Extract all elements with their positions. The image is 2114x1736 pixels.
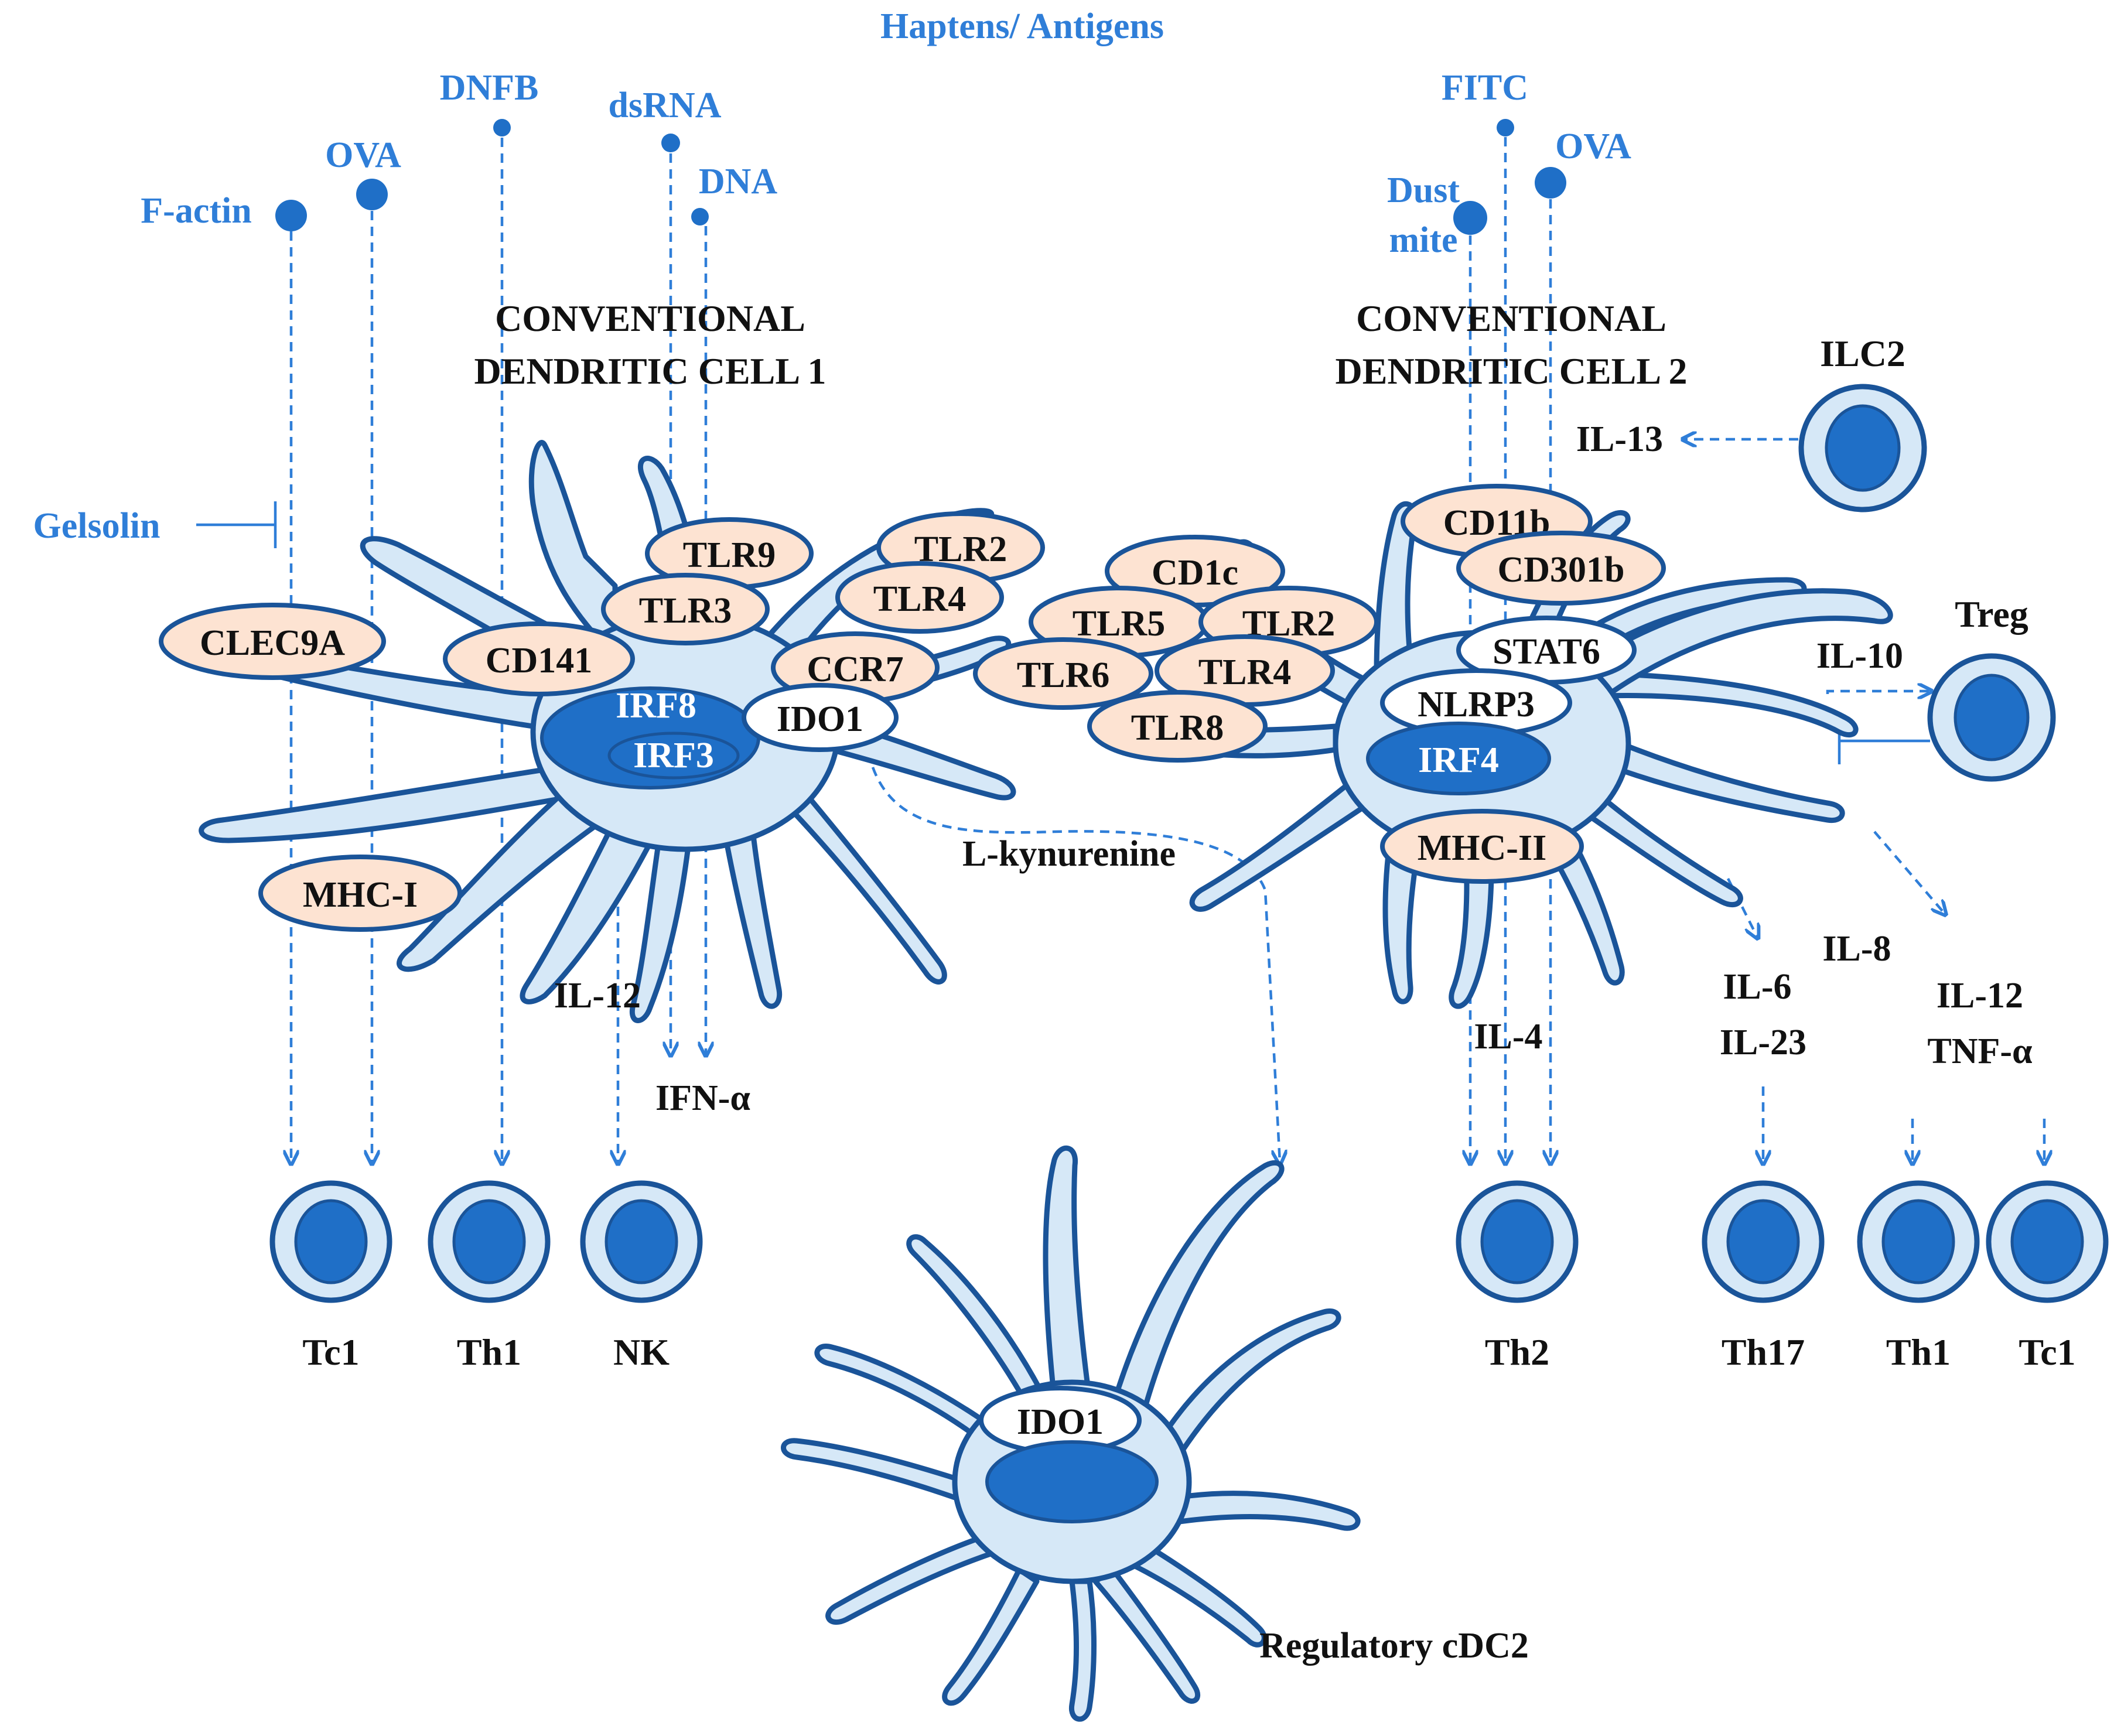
cdc2-stat6: STAT6 bbox=[1493, 632, 1600, 672]
cell-label-th2: Th2 bbox=[1485, 1331, 1549, 1373]
cdc1-cd141-oval bbox=[443, 621, 635, 696]
cdc1-tlr3-oval bbox=[601, 573, 770, 645]
cdc1-tlr4: TLR4 bbox=[873, 579, 966, 619]
antigen-dots bbox=[275, 119, 1566, 235]
cyt-tnfa: TNF-α bbox=[1927, 1031, 2032, 1071]
cdc2-tlr8: TLR8 bbox=[1131, 708, 1224, 748]
cyt-il23: IL-23 bbox=[1720, 1023, 1806, 1062]
cdc2-tlr4: TLR4 bbox=[1198, 652, 1291, 692]
cdc2-irf4: IRF4 bbox=[1418, 740, 1499, 780]
cyt-il12-a: IL-12 bbox=[554, 976, 641, 1016]
cyt-treg-label: Treg bbox=[1955, 593, 2028, 635]
cdc1-irf8: IRF8 bbox=[616, 686, 696, 726]
cyt-il6: IL-6 bbox=[1723, 967, 1791, 1007]
cdc2-nucleus bbox=[1366, 722, 1551, 795]
cdc1-mhc-i: MHC-I bbox=[303, 875, 418, 915]
antigen-dust: Dust bbox=[1387, 170, 1460, 210]
cdc2-tlr6: TLR6 bbox=[1017, 655, 1109, 695]
cell-label-th1-a: Th1 bbox=[457, 1331, 521, 1373]
cyt-il10: IL-10 bbox=[1816, 636, 1903, 676]
antigen-dna: DNA bbox=[699, 162, 778, 201]
haptens-antigens-title: Haptens/ Antigens bbox=[880, 6, 1164, 46]
antigen-dnfb: DNFB bbox=[440, 68, 539, 108]
cell-label-th1-b: Th1 bbox=[1886, 1331, 1951, 1373]
cdc2-cd301b: CD301b bbox=[1497, 550, 1624, 590]
cyt-il8: IL-8 bbox=[1822, 929, 1891, 969]
cell-label-tc1-b: Tc1 bbox=[2019, 1331, 2075, 1373]
cdc1-mhc-i-oval bbox=[258, 855, 462, 932]
cdc1-clec9a-oval bbox=[159, 603, 386, 680]
regulatory-nucleus bbox=[985, 1440, 1159, 1523]
cdc1-clec9a: CLEC9A bbox=[200, 623, 345, 663]
cdc2-mhc-ii-oval bbox=[1380, 809, 1584, 884]
cyt-ilc2-label: ILC2 bbox=[1820, 333, 1905, 374]
cdc1-tlr3: TLR3 bbox=[639, 591, 732, 631]
cdc2-tlr8-oval bbox=[1087, 690, 1268, 763]
antigen-mite: mite bbox=[1389, 220, 1457, 260]
cdc2-title-line2: DENDRITIC CELL 2 bbox=[1335, 350, 1687, 392]
cdc1-irf3: IRF3 bbox=[633, 736, 714, 775]
cdc1-tlr9: TLR9 bbox=[683, 535, 776, 575]
antigen-dsrna: dsRNA bbox=[609, 86, 722, 125]
gelsolin-label: Gelsolin bbox=[33, 506, 160, 546]
antigen-fitc: FITC bbox=[1442, 68, 1528, 108]
cdc1-title-line1: CONVENTIONAL bbox=[495, 298, 805, 339]
cell-label-th17: Th17 bbox=[1722, 1331, 1805, 1373]
cdc2-tlr5: TLR5 bbox=[1073, 604, 1165, 644]
cdc1-ccr7: CCR7 bbox=[807, 650, 903, 689]
antigen-f-actin: F-actin bbox=[141, 191, 251, 231]
cdc1-ido1: IDO1 bbox=[777, 699, 863, 739]
regulatory-ido1: IDO1 bbox=[1017, 1402, 1104, 1442]
cyt-il13: IL-13 bbox=[1576, 419, 1663, 459]
cdc1-cd141: CD141 bbox=[486, 641, 593, 681]
cell-label-nk: NK bbox=[613, 1331, 670, 1373]
cdc2-mhc-ii: MHC-II bbox=[1418, 828, 1546, 868]
cyt-ifna: IFN-α bbox=[655, 1078, 750, 1118]
cdc2-cd301b-oval bbox=[1456, 531, 1666, 606]
cdc1-title-line2: DENDRITIC CELL 1 bbox=[474, 350, 826, 392]
cdc2-nlrp3: NLRP3 bbox=[1418, 685, 1535, 725]
cdc2-tlr6-oval bbox=[973, 637, 1153, 710]
antigen-ova-1: OVA bbox=[325, 135, 401, 175]
cdc1-ido1-oval bbox=[742, 683, 899, 752]
cdc2-title-line1: CONVENTIONAL bbox=[1356, 298, 1666, 339]
cdc2-cd1c: CD1c bbox=[1152, 553, 1238, 593]
bottom-cells bbox=[269, 1180, 2109, 1303]
cyt-lkynurenine: L-kynurenine bbox=[962, 834, 1176, 874]
regulatory-cdc2-label: Regulatory cDC2 bbox=[1259, 1626, 1529, 1666]
cyt-il4: IL-4 bbox=[1474, 1017, 1542, 1057]
antigen-ova-2: OVA bbox=[1555, 127, 1631, 166]
cdc1-tlr4-oval bbox=[835, 561, 1004, 634]
cell-label-tc1-a: Tc1 bbox=[302, 1331, 359, 1373]
cyt-il12-b: IL-12 bbox=[1937, 976, 2023, 1016]
